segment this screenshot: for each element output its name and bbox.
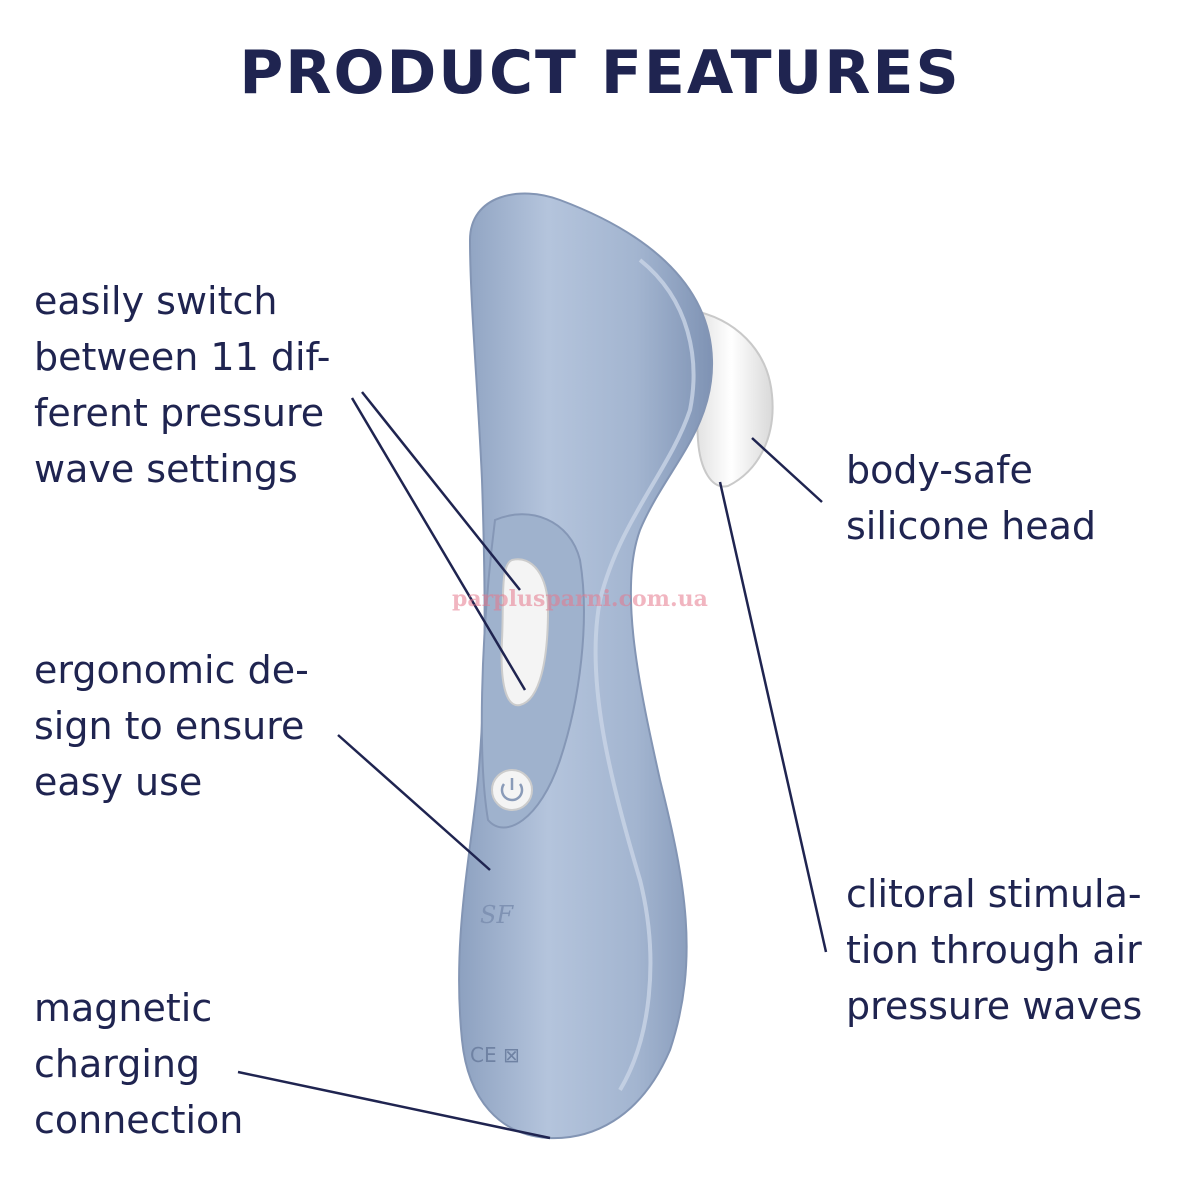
feature-air-pressure: clitoral stimula- tion through air press… [846,872,1143,1028]
logo-mark: SF [480,901,514,929]
power-icon [500,783,524,802]
svg-text:SF: SF [480,901,514,929]
feature-pressure-settings: easily switch between 11 dif- ferent pre… [34,279,331,491]
feature-silicone-head: body-safe silicone head [846,448,1097,548]
leader-lines [237,391,828,1140]
feature-charging: magnetic charging connection [34,986,244,1142]
page-title: PRODUCT FEATURES [239,38,961,108]
ce-mark: CE ⊠ [470,1043,520,1067]
watermark: parplusparni.com.ua [452,586,708,612]
feature-ergonomic: ergonomic de- sign to ensure easy use [34,648,309,804]
